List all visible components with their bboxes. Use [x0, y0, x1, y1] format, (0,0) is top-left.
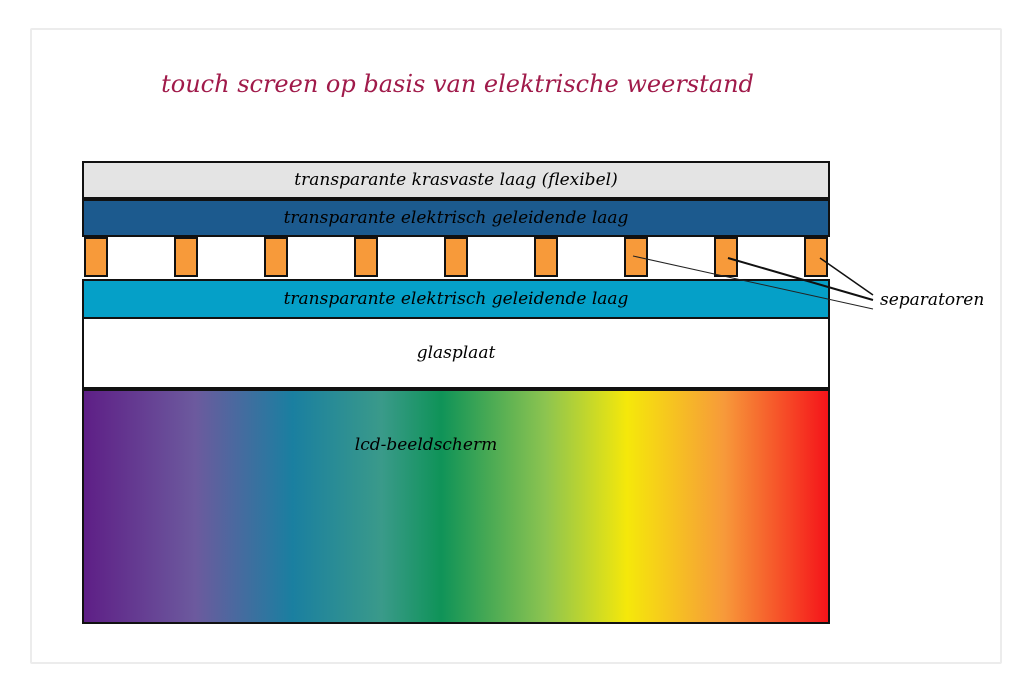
layer-glass: glasplaat [82, 317, 830, 389]
separator [804, 237, 828, 277]
layer-conductive-lower: transparante elektrisch geleidende laag [82, 279, 830, 319]
layer-scratch-resistant: transparante krasvaste laag (flexibel) [82, 161, 830, 199]
diagram-title: touch screen op basis van elektrische we… [161, 70, 754, 98]
separator-row [82, 237, 832, 279]
layer-lcd: lcd-beeldscherm [82, 389, 830, 624]
separator [714, 237, 738, 277]
separator [84, 237, 108, 277]
separator [174, 237, 198, 277]
separator [354, 237, 378, 277]
separator-label: separatoren [880, 290, 985, 310]
separator [264, 237, 288, 277]
layer-conductive-upper: transparante elektrisch geleidende laag [82, 199, 830, 237]
separator [534, 237, 558, 277]
separator [444, 237, 468, 277]
frame [30, 28, 1002, 664]
